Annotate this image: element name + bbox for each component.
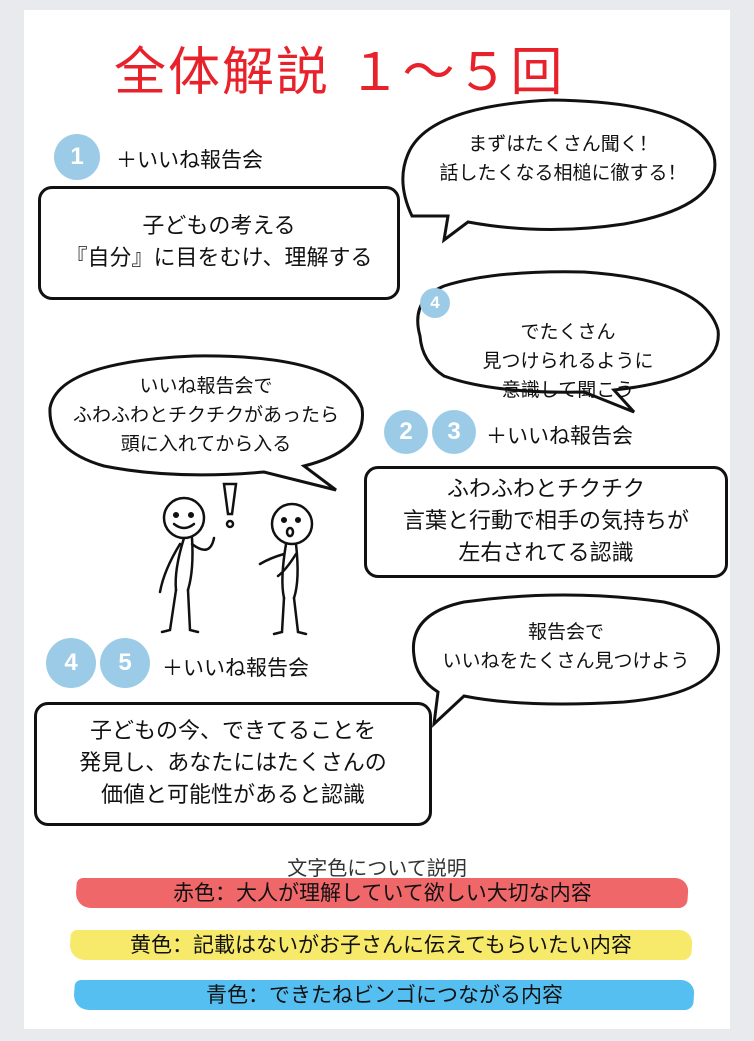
section1-heading: ＋いいね報告会 [116,148,263,172]
section23-line: 言葉と行動で相手の気持ちが [402,509,689,534]
legend-red: 赤色：大人が理解していて欲しい大切な内容 [74,878,690,908]
bubble-line: いいね報告会で [139,375,273,397]
section23-heading: ＋いいね報告会 [486,424,633,448]
page: 全体解説 １～５回 1 ＋いいね報告会 子どもの考える 『自分』に目をむけ、理解… [24,10,730,1029]
stick-figure-icon [158,496,314,636]
exclamation-icon [222,482,238,529]
bubble-line: 話したくなる相槌に徹する！ [439,162,687,184]
bubble-line: まずはたくさん聞く！ [468,133,658,155]
bubble-line: でたくさん [520,321,616,343]
bubble-lower-right-text: 報告会で いいねをたくさん見つけよう [414,618,718,676]
bubble-line: ふわふわとチクチクがあったら [72,404,339,426]
badge-5: 5 [100,638,150,688]
section45-line: 子どもの今、できてることを [89,719,376,744]
badge-4: 4 [46,638,96,688]
bubble-top-right-text: まずはたくさん聞く！ 話したくなる相槌に徹する！ [410,130,716,188]
section1-box: 子どもの考える 『自分』に目をむけ、理解する [38,186,400,300]
section1-line: 子どもの考える [142,214,296,239]
badge-4-mini: 4 [420,288,450,318]
legend-yellow-text: 黄色：記載はないがお子さんに伝えてもらいたい内容 [130,933,632,957]
section23-box: ふわふわとチクチク 言葉と行動で相手の気持ちが 左右されてる認識 [364,466,728,578]
bubble-line: 頭に入れてから入る [120,433,292,455]
legend-blue-text: 青色：できたねビンゴにつながる内容 [205,983,563,1007]
section1-line: 『自分』に目をむけ、理解する [65,246,373,271]
bubble-mid-right-text: 4 でたくさん 見つけられるように 意識して聞こう [420,288,716,405]
bubble-line: いいねをたくさん見つけよう [442,650,690,672]
page-title: 全体解説 １～５回 [114,43,565,103]
badge-3: 3 [432,410,476,454]
section45-box: 子どもの今、できてることを 発見し、あなたにはたくさんの 価値と可能性があると認… [34,702,432,826]
section23-line: ふわふわとチクチク [446,477,645,502]
legend-blue: 青色：できたねビンゴにつながる内容 [72,980,696,1010]
bubble-line: 意識して聞こう [501,379,635,401]
legend-title: 文字色について説明 [287,856,467,880]
section45-line: 価値と可能性があると認識 [100,783,365,808]
badge-1: 1 [54,134,100,180]
section23-line: 左右されてる認識 [458,541,634,566]
badge-2: 2 [384,410,428,454]
section45-heading: ＋いいね報告会 [162,656,309,680]
legend-red-text: 赤色：大人が理解していて欲しい大切な内容 [172,881,592,905]
section45-line: 発見し、あなたにはたくさんの [79,751,387,776]
bubble-line: 見つけられるように [482,350,654,372]
legend-yellow: 黄色：記載はないがお子さんに伝えてもらいたい内容 [68,930,694,960]
bubble-left-text: いいね報告会で ふわふわとチクチクがあったら 頭に入れてから入る [46,372,366,459]
bubble-line: 報告会で [527,621,604,643]
